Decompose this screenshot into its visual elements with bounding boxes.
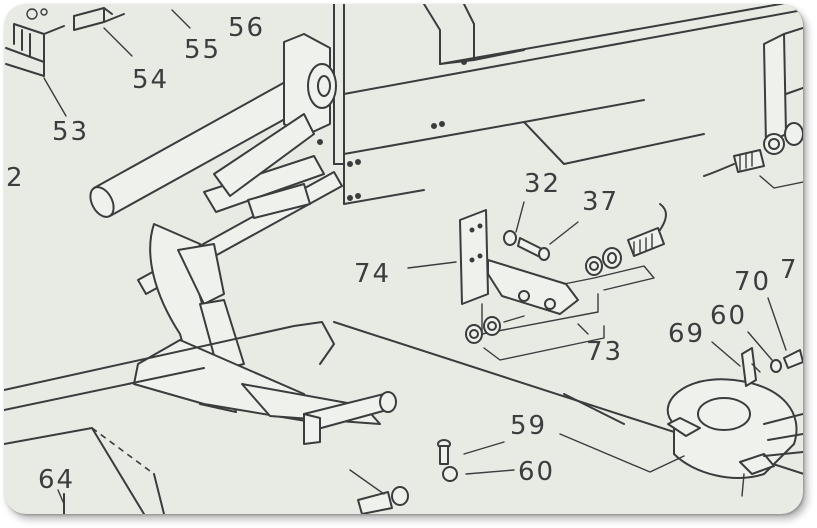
right-top-assembly [703, 27, 803, 189]
label-37: 37 [582, 187, 619, 217]
label-55: 55 [184, 35, 221, 65]
part-labels: 2 53 54 55 56 32 37 74 73 69 60 70 7 59 … [6, 13, 799, 495]
label-59: 59 [510, 411, 547, 441]
label-70: 70 [734, 267, 771, 297]
leader-lines [57, 201, 787, 505]
label-32: 32 [524, 169, 561, 199]
fastener-group-lower [465, 315, 605, 361]
label-56: 56 [228, 13, 265, 43]
label-60-right: 60 [710, 301, 747, 331]
parts-diagram: 2 53 54 55 56 32 37 74 73 69 60 70 7 59 … [4, 4, 803, 514]
label-60-bottom: 60 [518, 457, 555, 487]
diagram-frame: 2 53 54 55 56 32 37 74 73 69 60 70 7 59 … [4, 4, 803, 514]
fastener-group-upper [481, 203, 667, 335]
label-69: 69 [668, 319, 705, 349]
label-53: 53 [52, 117, 89, 147]
top-left-bracket-assembly [5, 7, 191, 117]
label-7: 7 [780, 255, 799, 285]
label-73: 73 [586, 337, 623, 367]
label-64: 64 [38, 465, 75, 495]
shaft-collar [666, 347, 803, 497]
label-2: 2 [6, 163, 25, 193]
label-74: 74 [354, 259, 391, 289]
bracket-74 [459, 209, 579, 315]
label-54: 54 [132, 65, 169, 95]
lever-frame [133, 113, 397, 445]
small-screws-bottom [357, 439, 458, 514]
